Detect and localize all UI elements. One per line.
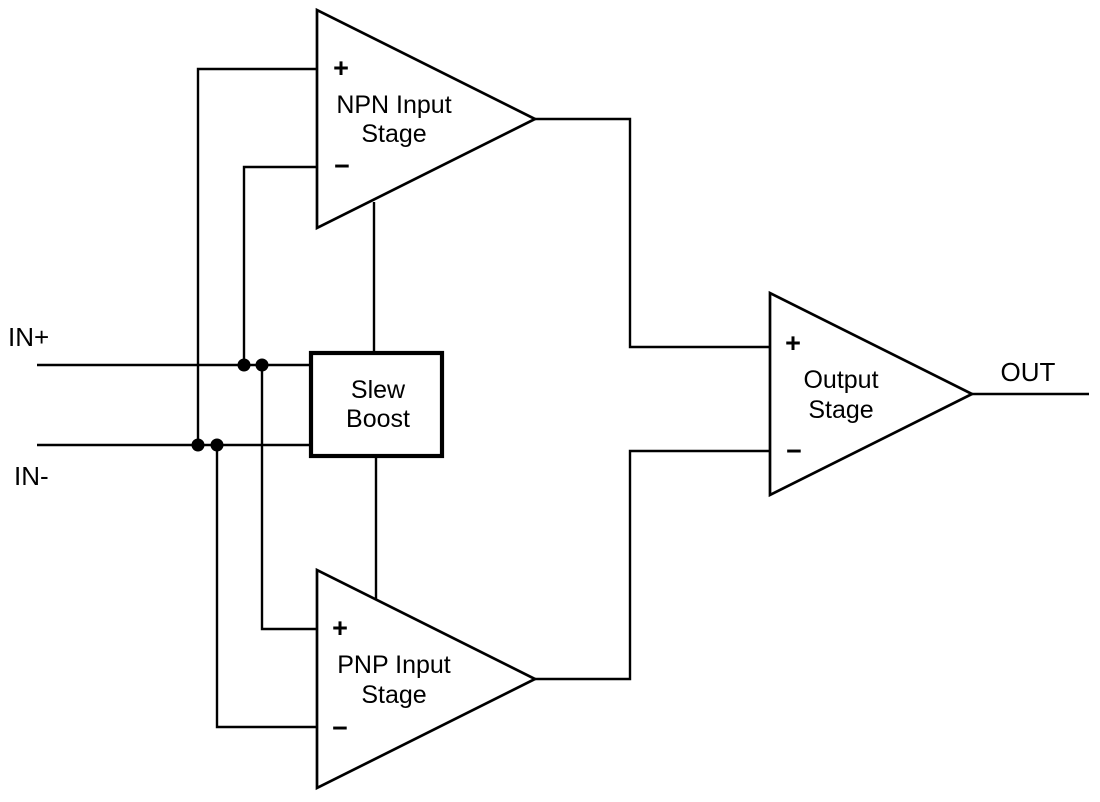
npn-stage-label-line2: Stage [361,120,426,148]
slew-boost-label-line1: Slew [351,376,406,404]
wire-npn-output [535,117,770,349]
wire-pnp-noninverting-input [260,365,317,631]
wire-npn-noninverting-input [196,67,317,445]
output-plus-sign: + [785,328,801,358]
pnp-plus-sign: + [332,613,348,643]
npn-stage-label-line1: NPN Input [336,91,451,119]
output-stage-label-line2: Stage [808,396,873,424]
in-minus-label: IN- [14,461,49,491]
wire-pnp-output [535,449,770,681]
wire-pnp-inverting-input [215,445,317,729]
output-stage-triangle [768,290,976,498]
pnp-stage-label-line1: PNP Input [337,651,451,679]
junction-dot-inplus-npn [237,358,251,372]
in-plus-label: IN+ [8,322,49,352]
junction-dot-inminus-npn [191,438,205,452]
pnp-input-stage-triangle [315,567,539,791]
out-label: OUT [1001,357,1056,387]
npn-minus-sign: − [334,151,350,181]
pnp-minus-sign: − [332,713,348,743]
slew-boost-box [308,350,445,459]
pnp-stage-label-line2: Stage [361,681,426,709]
output-minus-sign: − [786,436,802,466]
slew-boost-label-line2: Boost [346,405,410,433]
junction-dot-inminus-pnp [210,438,224,452]
wire-npn-inverting-input [242,165,317,365]
output-stage-label-line1: Output [803,366,878,394]
npn-plus-sign: + [333,53,349,83]
junction-dot-inplus-pnp [255,358,269,372]
npn-input-stage-triangle [315,7,539,231]
